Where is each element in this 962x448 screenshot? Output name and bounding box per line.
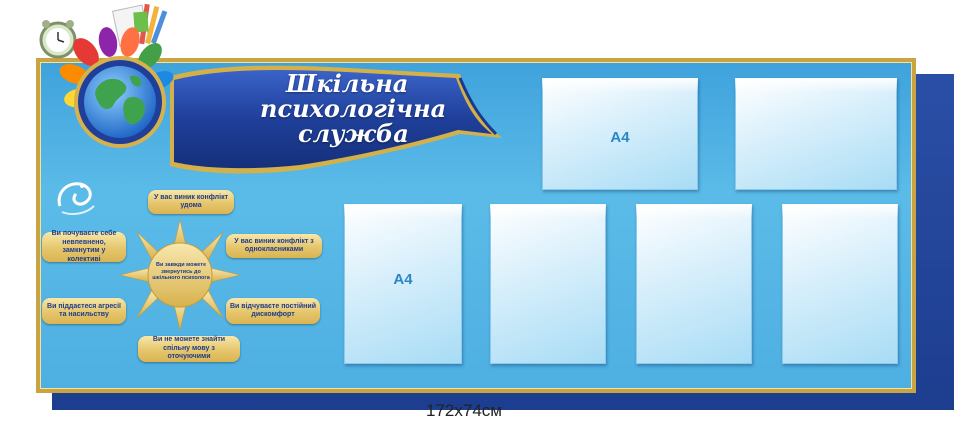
pocket-label: A4 [610, 129, 630, 146]
bubble-conflict-home: У вас виник конфлікт удома [148, 190, 234, 214]
bubble-insecure: Ви почуваєте себе невпевнено, замкнутим … [42, 230, 126, 263]
alarm-clock-icon [39, 20, 77, 59]
title-line-1: Шкільна [286, 69, 409, 98]
globe-emblem [39, 3, 174, 148]
stationery-icon [111, 3, 168, 48]
sun-center-text: Ви завжди можете звернутись до шкільного… [152, 262, 210, 281]
a4-pocket-top-1: A4 [542, 78, 698, 190]
size-caption: 172x74см [426, 401, 502, 420]
sun-graphic [120, 220, 240, 330]
bubble-aggression: Ви піддаєтеся агресії та насильству [42, 298, 126, 324]
a4-pocket-bottom-3 [636, 204, 752, 364]
pocket-label: A4 [393, 271, 413, 288]
title-line-3: служба [298, 119, 409, 148]
a4-pocket-bottom-4 [782, 204, 898, 364]
title-ribbon [170, 65, 502, 174]
a4-pocket-bottom-1: A4 [344, 204, 462, 364]
title-line-2: психологічна [260, 94, 447, 123]
bubble-discomfort: Ви відчуваєте постійний дискомфорт [226, 298, 320, 324]
a4-pocket-bottom-2 [490, 204, 606, 364]
psyche-logo-icon [57, 182, 95, 215]
bubble-conflict-classmates: У вас виник конфлікт з однокласниками [226, 234, 322, 258]
a4-pocket-top-2 [735, 78, 897, 190]
bubble-common-language: Ви не можете знайти спільну мову з оточу… [138, 336, 240, 362]
